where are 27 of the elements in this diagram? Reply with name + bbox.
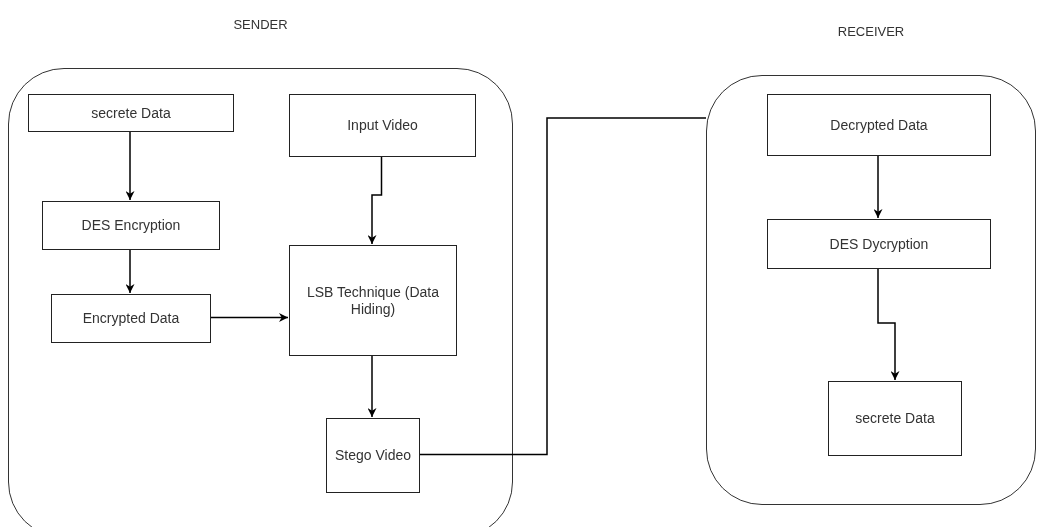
box-label: LSB Technique (Data Hiding)	[305, 283, 441, 318]
box-label: Input Video	[347, 117, 418, 134]
box-label: DES Encryption	[81, 217, 181, 234]
process-box	[326, 418, 420, 493]
process-box	[28, 94, 234, 132]
arrow	[873, 154, 883, 219]
box-label: DES Dycryption	[829, 235, 929, 253]
box-label: Decrypted Data	[830, 116, 928, 134]
box-label: secrete Data	[855, 410, 935, 427]
process-box	[289, 245, 457, 356]
arrow	[367, 354, 377, 418]
process-box	[767, 94, 991, 156]
process-box	[42, 201, 220, 250]
group-heading: RECEIVER	[836, 24, 906, 39]
arrow	[367, 155, 383, 245]
group-heading: SENDER	[232, 17, 289, 32]
arrow	[125, 130, 135, 201]
process-box	[828, 381, 962, 456]
arrow	[125, 248, 135, 294]
arrow	[877, 267, 900, 381]
box-label: Stego Video	[335, 447, 411, 464]
box-label: secrete Data	[91, 104, 171, 122]
process-box	[289, 94, 476, 157]
process-box	[51, 294, 211, 343]
process-box	[767, 219, 991, 269]
box-label: Encrypted Data	[82, 310, 180, 327]
arrow	[209, 313, 289, 322]
